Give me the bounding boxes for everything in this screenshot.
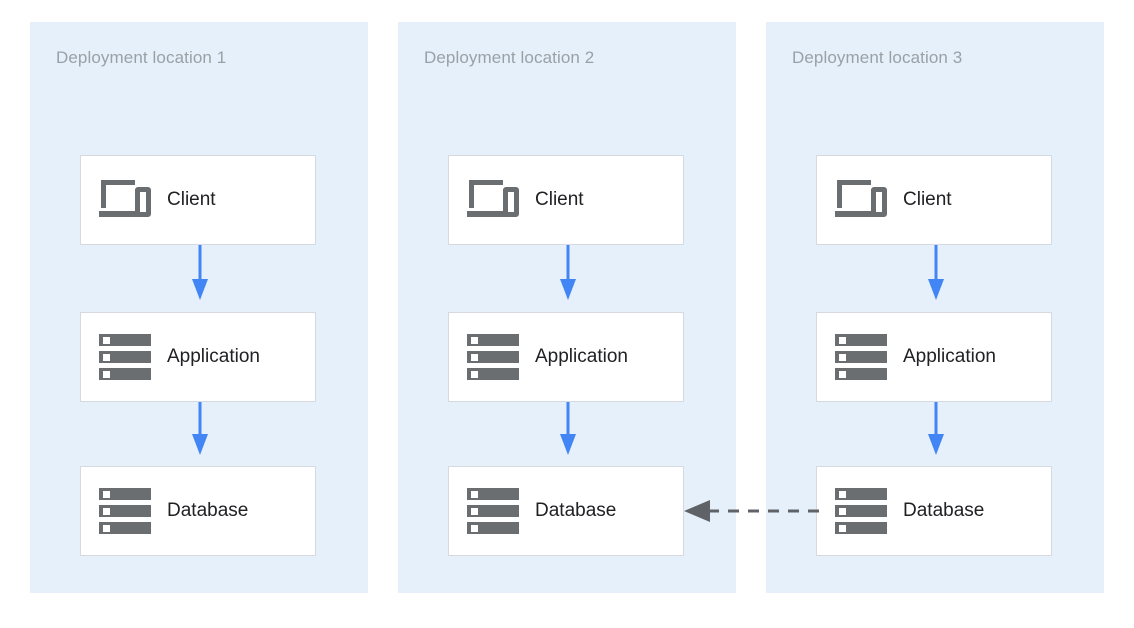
node-label-client-zone-1: Client xyxy=(167,189,216,210)
node-label-application-zone-3: Application xyxy=(903,346,996,367)
node-label-database-zone-3: Database xyxy=(903,500,985,521)
zone-title-2: Deployment location 2 xyxy=(424,48,595,67)
node-client-zone-1[interactable]: Client xyxy=(80,155,316,245)
database-server-icon xyxy=(99,488,153,534)
node-label-application-zone-1: Application xyxy=(167,346,260,367)
server-icon xyxy=(467,334,521,380)
node-label-application-zone-2: Application xyxy=(535,346,628,367)
server-icon xyxy=(835,334,889,380)
server-icon xyxy=(99,334,153,380)
node-label-database-zone-2: Database xyxy=(535,500,617,521)
node-database-zone-2[interactable]: Database xyxy=(448,466,684,556)
database-server-icon xyxy=(467,488,521,534)
node-label-client-zone-2: Client xyxy=(535,189,584,210)
node-application-zone-2[interactable]: Application xyxy=(448,312,684,402)
node-label-database-zone-1: Database xyxy=(167,500,249,521)
client-devices-icon xyxy=(99,178,153,222)
deployment-zone-2: Deployment location 2 Client Application xyxy=(398,22,736,593)
deployment-zone-3: Deployment location 3 Client Application xyxy=(766,22,1104,593)
zone-title-3: Deployment location 3 xyxy=(792,48,963,67)
client-devices-icon xyxy=(835,178,889,222)
node-client-zone-2[interactable]: Client xyxy=(448,155,684,245)
node-database-zone-1[interactable]: Database xyxy=(80,466,316,556)
node-application-zone-3[interactable]: Application xyxy=(816,312,1052,402)
database-server-icon xyxy=(835,488,889,534)
node-label-client-zone-3: Client xyxy=(903,189,952,210)
zone-title-1: Deployment location 1 xyxy=(56,48,227,67)
client-devices-icon xyxy=(467,178,521,222)
node-application-zone-1[interactable]: Application xyxy=(80,312,316,402)
node-database-zone-3[interactable]: Database xyxy=(816,466,1052,556)
node-client-zone-3[interactable]: Client xyxy=(816,155,1052,245)
deployment-zone-1: Deployment location 1 Client Application xyxy=(30,22,368,593)
